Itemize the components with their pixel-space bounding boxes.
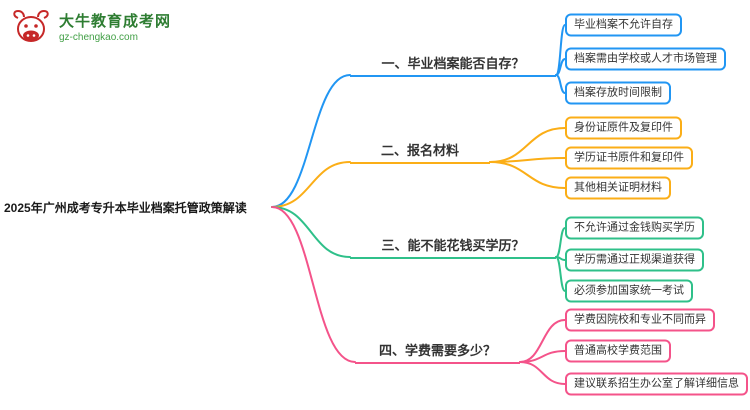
connector-branch1-leaf3 — [555, 74, 566, 94]
leaf-node: 学费因院校和专业不同而异 — [565, 308, 715, 332]
connector-root-branch-2 — [271, 161, 351, 208]
leaf-node: 必须参加国家统一考试 — [565, 279, 693, 303]
leaf-node: 不允许通过金钱购买学历 — [565, 216, 704, 240]
leaf-node: 学历需通过正规渠道获得 — [565, 248, 704, 272]
branch-node-1: 一、毕业档案能否自存？ — [350, 56, 556, 77]
branch-node-4: 四、学费需要多少？ — [355, 343, 520, 364]
leaf-node: 建议联系招生办公室了解详细信息 — [565, 372, 748, 396]
connector-branch2-leaf1 — [489, 127, 566, 163]
site-name: 大牛教育成考网 — [59, 12, 172, 30]
leaf-node: 普通高校学费范围 — [565, 339, 671, 363]
connector-branch2-leaf3 — [489, 161, 566, 189]
branch-node-2: 二、报名材料 — [350, 143, 490, 164]
connector-branch3-leaf1 — [555, 227, 566, 258]
site-logo: 大牛教育成考网 gz-chengkao.com — [10, 8, 171, 48]
logo-bull-icon — [13, 9, 49, 42]
connector-root-branch-4 — [271, 206, 356, 363]
connector-root-branch-1 — [271, 74, 351, 208]
leaf-node: 毕业档案不允许自存 — [565, 13, 682, 37]
site-logo-text: 大牛教育成考网 gz-chengkao.com — [59, 13, 171, 44]
site-domain: gz-chengkao.com — [59, 31, 138, 43]
leaf-node: 学历证书原件和复印件 — [565, 146, 693, 170]
leaf-node: 档案存放时间限制 — [565, 81, 671, 105]
leaf-node: 身份证原件及复印件 — [565, 116, 682, 140]
connector-branch3-leaf3 — [555, 256, 566, 292]
mindmap-root-title: 2025年广州成考专升本毕业档案托管政策解读 — [4, 201, 247, 215]
connector-branch4-leaf3 — [519, 361, 566, 385]
leaf-node: 其他相关证明材料 — [565, 176, 671, 200]
leaf-node: 档案需由学校或人才市场管理 — [565, 47, 726, 71]
connector-root-branch-3 — [271, 206, 351, 258]
branch-node-3: 三、能不能花钱买学历？ — [350, 238, 556, 259]
